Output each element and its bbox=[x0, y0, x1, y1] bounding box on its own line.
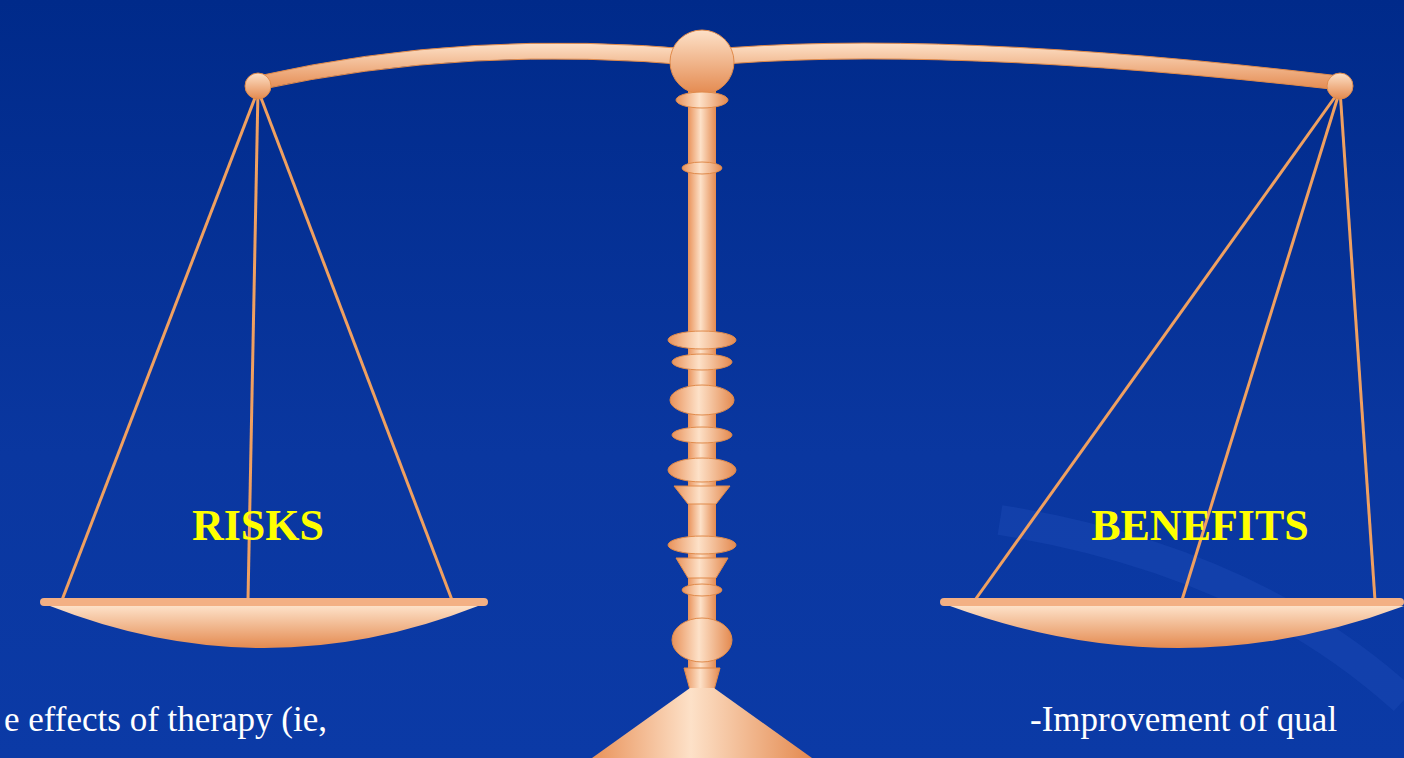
benefit-text: -Improvement of qual bbox=[1030, 700, 1337, 740]
risk-text: e effects of therapy (ie, bbox=[4, 700, 327, 740]
risks-heading: RISKS bbox=[192, 500, 324, 551]
benefits-heading: BENEFITS bbox=[1091, 500, 1309, 551]
